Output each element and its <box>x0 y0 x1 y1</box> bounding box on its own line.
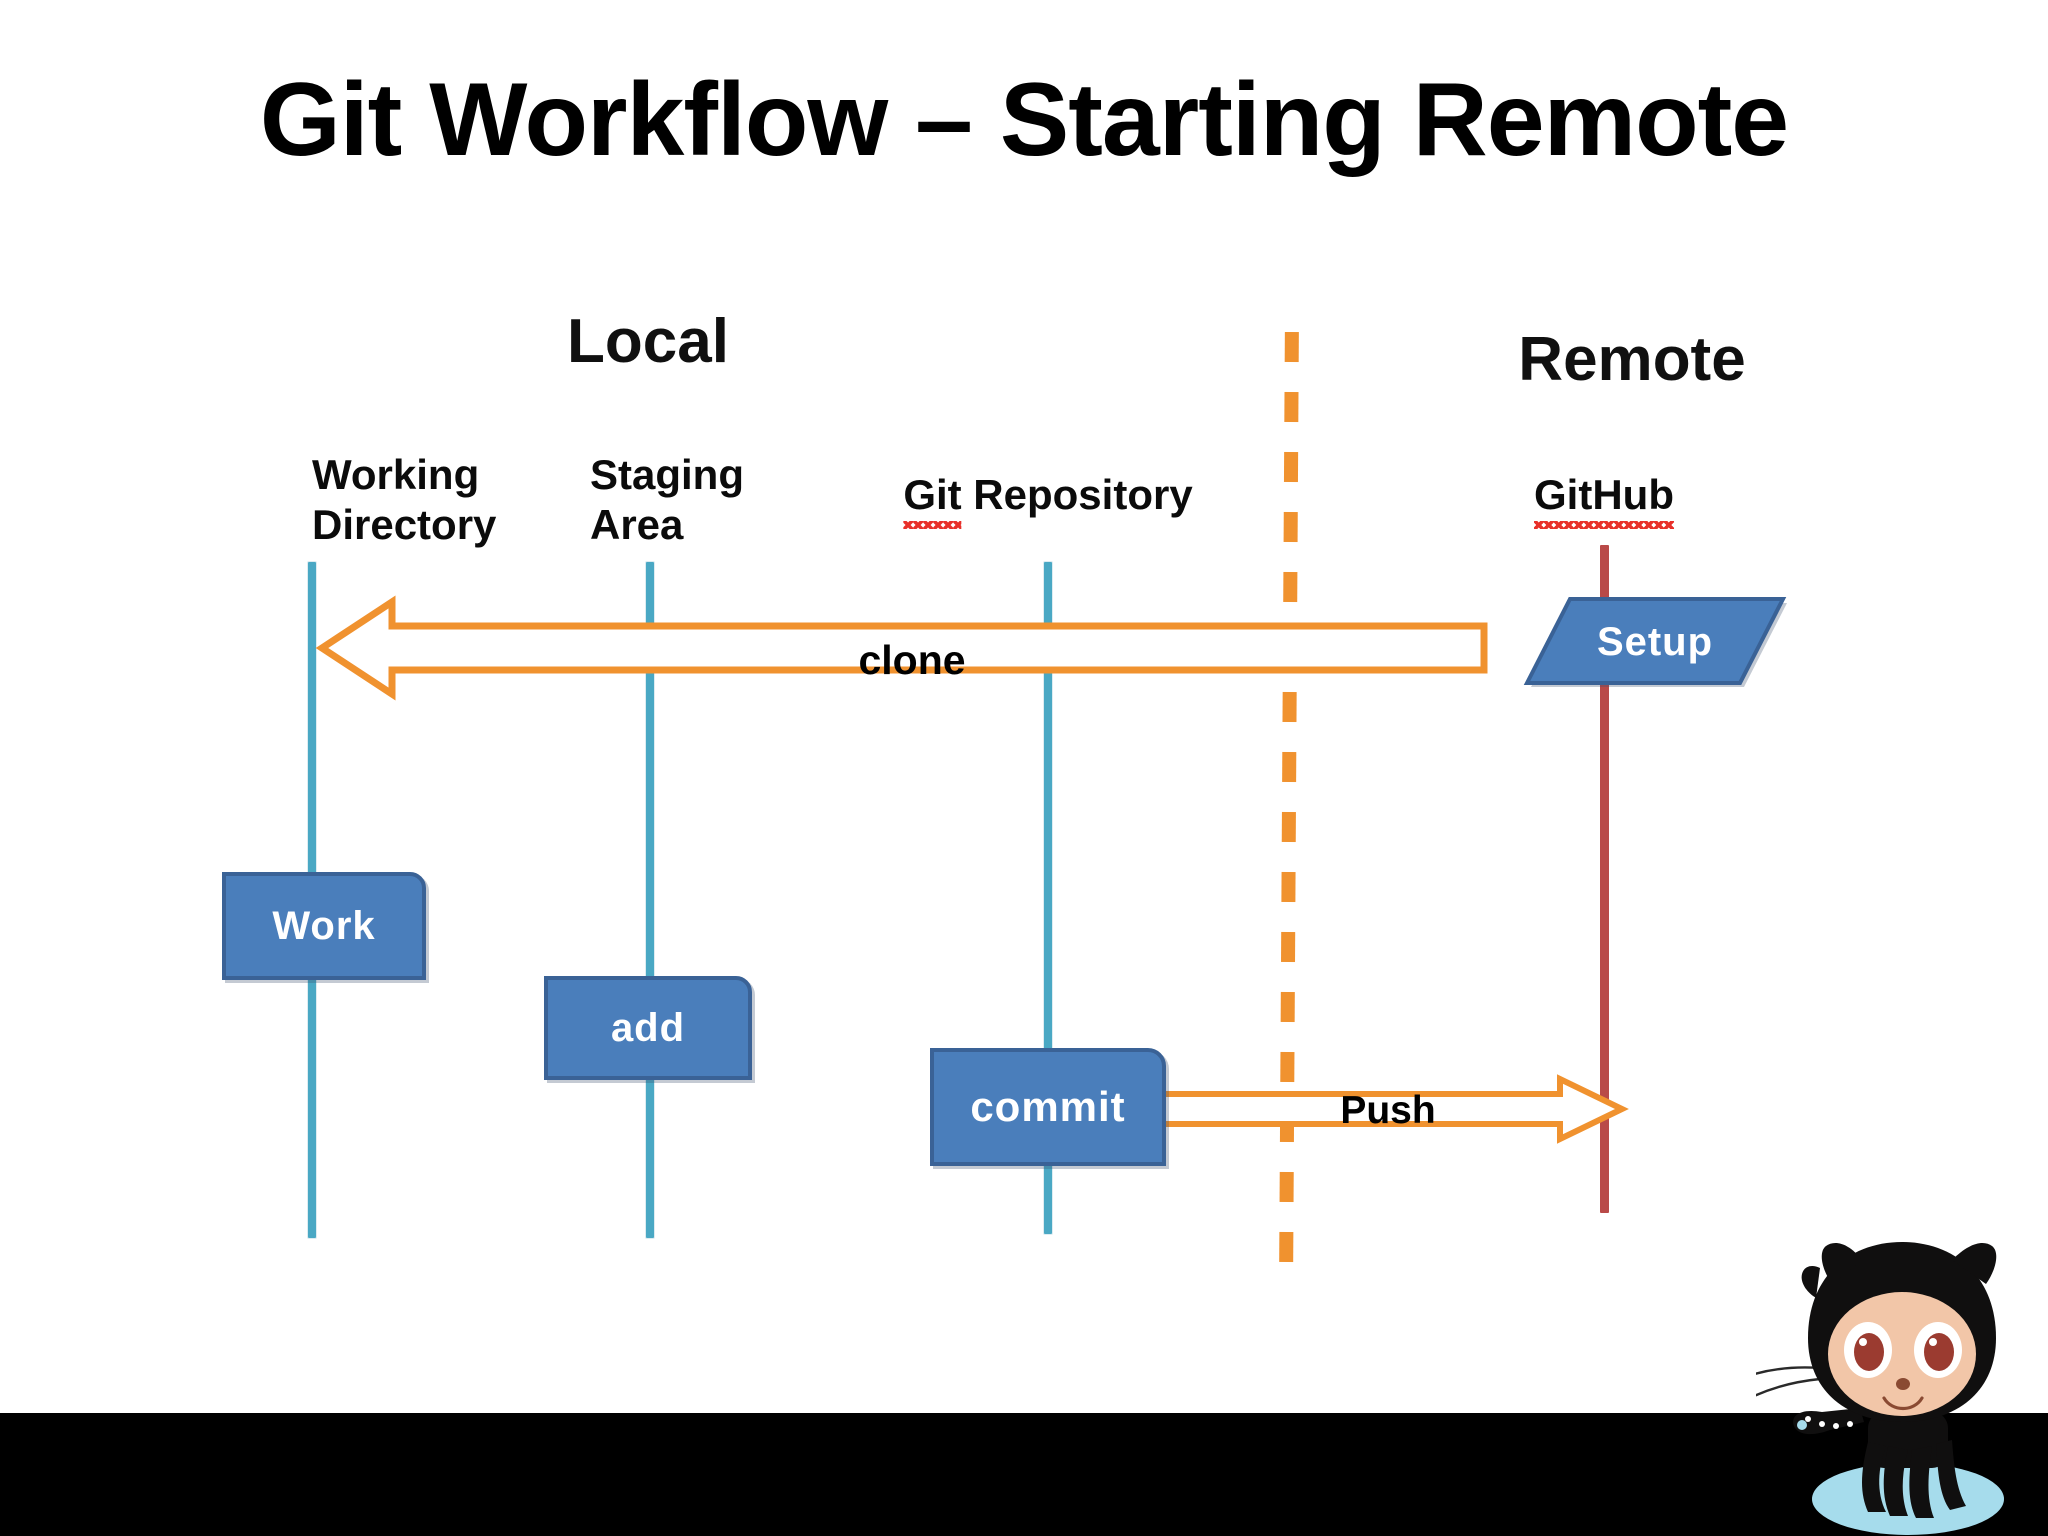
octocat-mouth <box>1882 1396 1924 1411</box>
lane-label-line1: Working <box>312 451 480 498</box>
zone-label-local: Local <box>567 307 729 376</box>
octocat-body <box>1862 1412 1966 1518</box>
push-arrow <box>1155 1074 1629 1144</box>
lifeline-git-repository <box>1044 562 1052 1234</box>
octocat-ear-right <box>1952 1242 1997 1284</box>
clone-arrow <box>315 595 1488 701</box>
commit-box-label: commit <box>970 1083 1126 1130</box>
lifeline-github <box>1600 545 1609 1213</box>
page-title: Git Workflow – Starting Remote <box>259 62 1789 178</box>
github-octocat-logo <box>1756 1242 2004 1535</box>
spellcheck-underline-icon: Git <box>903 470 962 529</box>
work-box-label: Work <box>272 903 376 948</box>
work-box[interactable]: Work <box>222 872 426 980</box>
zone-label-remote: Remote <box>1518 325 1746 394</box>
setup-shape[interactable] <box>1523 596 1787 687</box>
clone-arrow-label: clone <box>858 637 966 683</box>
commit-box[interactable]: commit <box>930 1048 1166 1166</box>
octocat-eye-right-iris <box>1924 1333 1954 1371</box>
octocat-tail <box>1793 1408 1864 1435</box>
lifeline-staging-area <box>646 562 654 1238</box>
push-arrow-label: Push <box>1340 1089 1436 1132</box>
spellcheck-underline-icon: GitHub <box>1534 470 1674 529</box>
octocat-puddle <box>1812 1463 2004 1535</box>
octocat-ear-tuft <box>1801 1266 1820 1298</box>
lane-label-line2: Area <box>590 501 684 548</box>
lane-label-part2: Repository <box>961 471 1193 518</box>
lane-label-staging-area: Staging Area <box>590 450 744 550</box>
octocat-nose <box>1896 1378 1910 1390</box>
octocat-whiskers <box>1756 1366 1821 1397</box>
octocat-tail-dots <box>1805 1416 1853 1429</box>
octocat-tail-drop <box>1797 1420 1807 1430</box>
lane-label-github: GitHub <box>1534 470 1674 529</box>
octocat-eye-left-glint <box>1859 1338 1867 1346</box>
lane-label-text: GitHub <box>1534 471 1674 518</box>
lane-label-git-repository: Git Repository <box>903 470 1193 529</box>
add-box-label: add <box>610 1005 686 1050</box>
lane-label-part1: Git <box>903 471 962 518</box>
bottom-band <box>0 1413 2048 1536</box>
octocat-eye-right-glint <box>1929 1338 1937 1346</box>
lane-label-working-directory: Working Directory <box>312 450 496 550</box>
add-box[interactable]: add <box>544 976 752 1080</box>
octocat-eye-left-iris <box>1854 1333 1884 1371</box>
octocat-ear-left <box>1821 1242 1862 1284</box>
lane-label-line1: Staging <box>590 451 744 498</box>
lane-label-line2: Directory <box>312 501 497 548</box>
